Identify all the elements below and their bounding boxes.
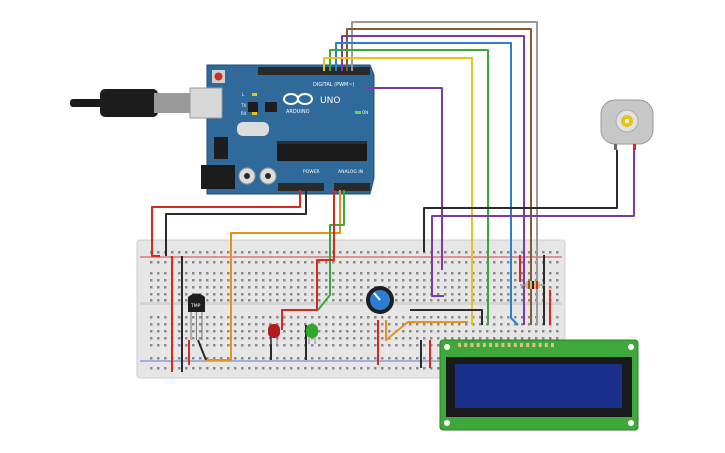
- microcontroller-chip: [277, 141, 367, 161]
- green-led: [306, 324, 318, 344]
- arduino-uno: DIGITAL (PWM~) ARDUINO UNO L TX RX ON: [189, 64, 375, 195]
- resistor: [520, 281, 545, 289]
- temperature-sensor: TMP: [188, 293, 205, 340]
- wire-gray: [351, 21, 538, 325]
- led-on-label: ON: [362, 110, 368, 115]
- wires: [151, 21, 635, 372]
- lcd-screen: [455, 364, 622, 408]
- arduino-logo: [283, 93, 313, 105]
- wire-gnd: [165, 190, 307, 256]
- power-header-label: POWER: [303, 169, 320, 175]
- reset-button[interactable]: [214, 72, 223, 81]
- led-l-label: L: [242, 92, 245, 97]
- potentiometer[interactable]: [366, 286, 394, 314]
- power-header: [278, 183, 324, 191]
- lcd-display: [439, 339, 639, 431]
- wire-motor-purple: [431, 150, 635, 297]
- led-tx-label: TX: [240, 103, 246, 108]
- wire-a0: [206, 190, 341, 361]
- wire-purple-a: [366, 87, 443, 270]
- dc-motor: [600, 99, 654, 150]
- analog-header: [334, 183, 370, 191]
- wire-a-red: [281, 190, 335, 330]
- red-led: [268, 324, 280, 344]
- lcd-pins: [458, 343, 554, 347]
- wire-a-green: [317, 190, 345, 311]
- brand-label: ARDUINO: [286, 109, 310, 115]
- model-label: UNO: [320, 96, 340, 106]
- analog-header-label: ANALOG IN: [338, 169, 363, 175]
- wire-blue: [335, 42, 519, 326]
- wire-purple-d: [341, 35, 525, 325]
- wire-5v: [151, 190, 301, 257]
- wire-green-d: [329, 49, 489, 325]
- digital-header-label: DIGITAL (PWM~): [313, 82, 355, 88]
- led-rx-label: RX: [241, 111, 247, 116]
- wire-motor-black: [423, 150, 618, 252]
- wire-yellow: [323, 57, 473, 325]
- sensor-label: TMP: [190, 303, 201, 309]
- digital-header: [258, 67, 358, 75]
